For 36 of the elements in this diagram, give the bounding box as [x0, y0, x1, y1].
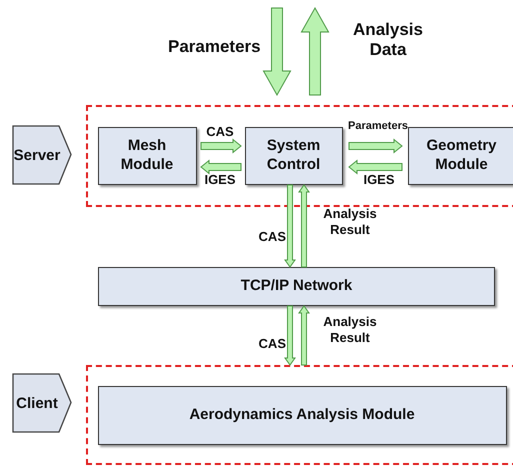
- block-arrow: [348, 159, 402, 175]
- node-label: System Control: [266, 136, 322, 174]
- edge-label: CAS: [258, 229, 286, 245]
- edge-label: Analysis Result: [322, 314, 378, 346]
- block-arrow: [348, 138, 403, 154]
- module-box: [244, 126, 342, 184]
- block-arrow: [200, 138, 242, 154]
- edge-label: Analysis Result: [322, 206, 378, 238]
- block-arrow: [300, 6, 330, 96]
- node-label: Geometry Module: [425, 136, 498, 174]
- block-arrow: [262, 8, 292, 96]
- block-arrow: [284, 184, 296, 268]
- edge-label: Parameters: [168, 37, 258, 58]
- node-label: Client: [16, 394, 58, 412]
- block-arrow: [298, 184, 310, 268]
- module-box: [98, 126, 196, 184]
- node-label: Server: [14, 146, 60, 164]
- module-box: [98, 386, 506, 444]
- dashed-region: [86, 105, 513, 207]
- node-label: Aerodynamics Analysis Module: [188, 406, 416, 424]
- pentagon-tag: [12, 125, 72, 185]
- node-label: TCP/IP Network: [240, 277, 354, 296]
- block-arrow: [298, 305, 310, 366]
- dashed-region: [86, 365, 513, 465]
- edge-label: IGES: [362, 172, 396, 188]
- edge-label: IGES: [203, 172, 237, 188]
- pentagon-tag: [12, 373, 72, 433]
- module-box: [98, 267, 495, 306]
- node-label: Mesh Module: [120, 136, 174, 174]
- edge-label: Analysis Data: [352, 20, 424, 61]
- block-arrow: [200, 159, 242, 175]
- edge-label: Parameters: [347, 120, 409, 134]
- block-arrow: [284, 306, 296, 366]
- edge-label: CAS: [258, 336, 286, 352]
- edge-label: CAS: [205, 124, 235, 140]
- module-box: [408, 126, 513, 184]
